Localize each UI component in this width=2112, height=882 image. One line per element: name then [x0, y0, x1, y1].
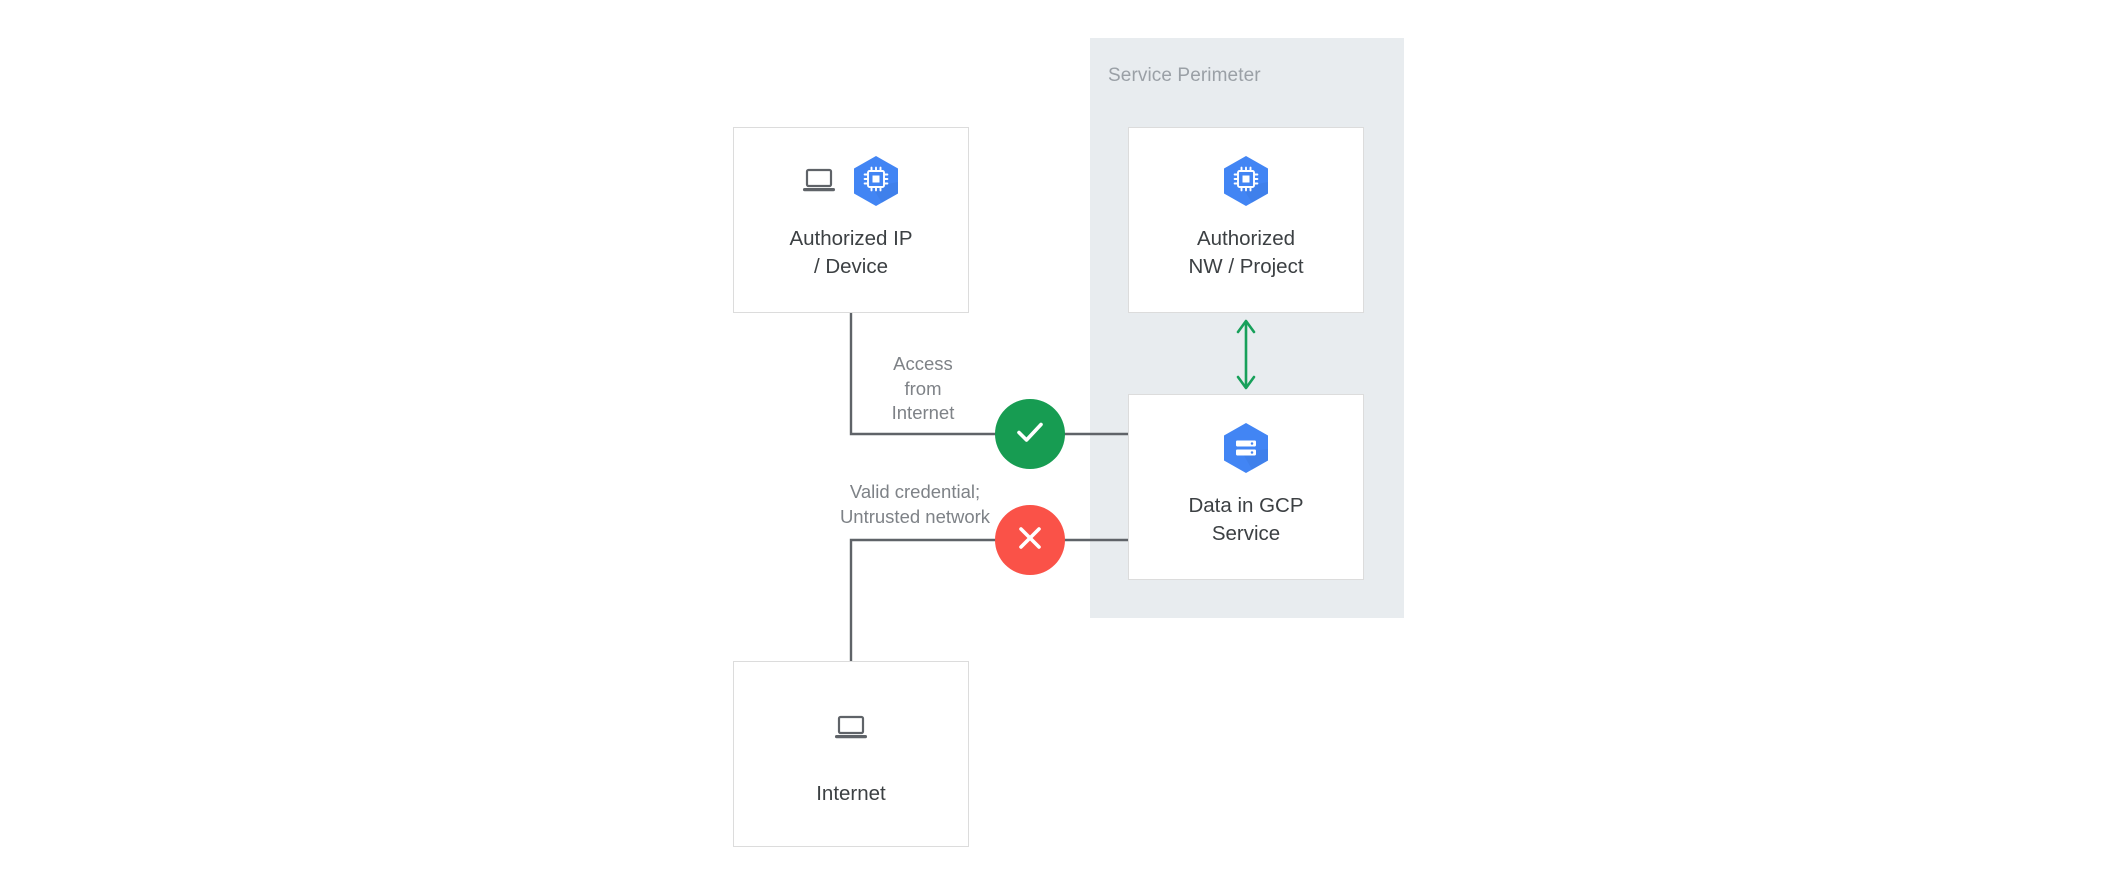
- edge-label-access-from-internet: Access from Internet: [891, 353, 955, 423]
- status-badge-allow: [995, 399, 1065, 469]
- laptop-icon: [834, 715, 868, 746]
- edge-label-valid-credential: Valid credential; Untrusted network: [839, 481, 991, 527]
- gcp-compute-hexagon-icon: [1222, 155, 1270, 212]
- node-label-data-gcp: Data in GCP Service: [1188, 494, 1304, 545]
- close-icon: [1011, 519, 1049, 562]
- node-authorized-device[interactable]: Authorized IP / Device: [733, 127, 969, 313]
- node-label-authorized-device: Authorized IP / Device: [789, 227, 913, 278]
- node-label-internet: Internet: [816, 782, 886, 805]
- node-label-authorized-nw: Authorized NW / Project: [1188, 227, 1304, 278]
- node-internet[interactable]: Internet: [733, 661, 969, 847]
- node-icon-group: [834, 702, 868, 758]
- node-icon-group: [1222, 422, 1270, 478]
- node-data-gcp[interactable]: Data in GCP Service: [1128, 394, 1364, 580]
- service-perimeter-label: Service Perimeter: [1108, 65, 1261, 86]
- status-badge-deny: [995, 505, 1065, 575]
- laptop-icon: [802, 168, 836, 199]
- node-icon-group: [802, 155, 900, 211]
- edge-deny-path: [849, 538, 1128, 661]
- node-icon-group: [1222, 155, 1270, 211]
- check-icon: [1010, 412, 1050, 457]
- node-authorized-nw[interactable]: Authorized NW / Project: [1128, 127, 1364, 313]
- gcp-compute-hexagon-icon: [852, 155, 900, 212]
- gcp-storage-hexagon-icon: [1222, 422, 1270, 479]
